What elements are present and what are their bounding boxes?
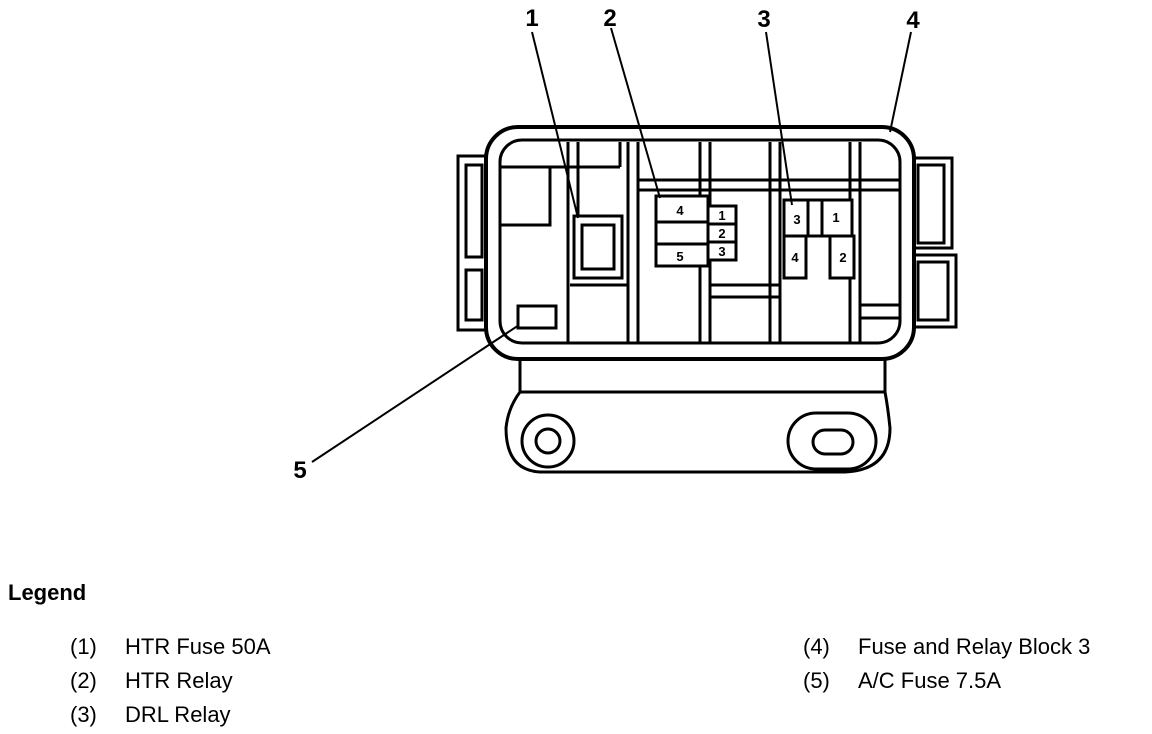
legend-column-right: (4) Fuse and Relay Block 3 (5) A/C Fuse 7.… <box>803 630 1090 698</box>
slot-label-2: 2 <box>839 250 846 265</box>
legend-item-label: A/C Fuse 7.5A <box>858 668 1002 693</box>
slot-label-3: 3 <box>718 244 725 259</box>
legend-item-label: HTR Relay <box>125 668 233 693</box>
connector-left <box>456 154 490 332</box>
callout-5: 5 <box>293 457 306 484</box>
leader-lines <box>311 27 912 463</box>
legend-item-number: (2) <box>70 668 97 693</box>
slot-label-1: 1 <box>718 208 725 223</box>
ac-fuse-7-5a <box>516 304 558 330</box>
fuse-relay-block-diagram: 4 5 1 2 3 3 1 4 2 1 2 3 4 5 <box>293 5 958 484</box>
relay-subblock-right <box>782 198 856 280</box>
slot-label-1: 1 <box>832 210 839 225</box>
mounting-hole-slot <box>786 411 878 471</box>
legend-item-number: (5) <box>803 668 830 693</box>
legend-title: Legend <box>8 580 87 605</box>
callout-1: 1 <box>525 5 538 32</box>
slot-label-2: 2 <box>718 226 725 241</box>
callout-4: 4 <box>906 7 920 34</box>
legend-item-label: HTR Fuse 50A <box>125 634 271 659</box>
legend-item-label: DRL Relay <box>125 702 231 727</box>
legend-item-number: (3) <box>70 702 97 727</box>
leader-line-5 <box>311 324 520 463</box>
slot-label-3: 3 <box>793 212 800 227</box>
fuse-relay-subblock-left <box>654 194 738 268</box>
slot-label-4: 4 <box>676 203 684 218</box>
legend-item-2: (2) HTR Relay <box>70 664 271 698</box>
callout-3: 3 <box>757 6 770 33</box>
mounting-hole-round <box>520 413 576 469</box>
legend-item-number: (1) <box>70 634 97 659</box>
callout-2: 2 <box>603 5 616 32</box>
htr-fuse-50a <box>572 214 624 280</box>
leader-line-4 <box>889 31 912 133</box>
legend-column-left: (1) HTR Fuse 50A (2) HTR Relay (3) DRL Rela… <box>70 630 271 732</box>
leader-line-2 <box>610 27 661 199</box>
slot-label-5: 5 <box>676 249 683 264</box>
legend-item-label: Fuse and Relay Block 3 <box>858 634 1091 659</box>
mounting-bracket <box>504 348 892 474</box>
connector-right <box>908 156 958 329</box>
leader-line-3 <box>765 31 793 206</box>
legend-item-1: (1) HTR Fuse 50A <box>70 630 271 664</box>
legend-item-number: (4) <box>803 634 830 659</box>
legend-item-4: (4) Fuse and Relay Block 3 <box>803 630 1090 664</box>
slot-label-4: 4 <box>791 250 799 265</box>
legend-item-3: (3) DRL Relay <box>70 698 271 732</box>
leader-line-1 <box>531 31 579 219</box>
legend-item-5: (5) A/C Fuse 7.5A <box>803 664 1090 698</box>
